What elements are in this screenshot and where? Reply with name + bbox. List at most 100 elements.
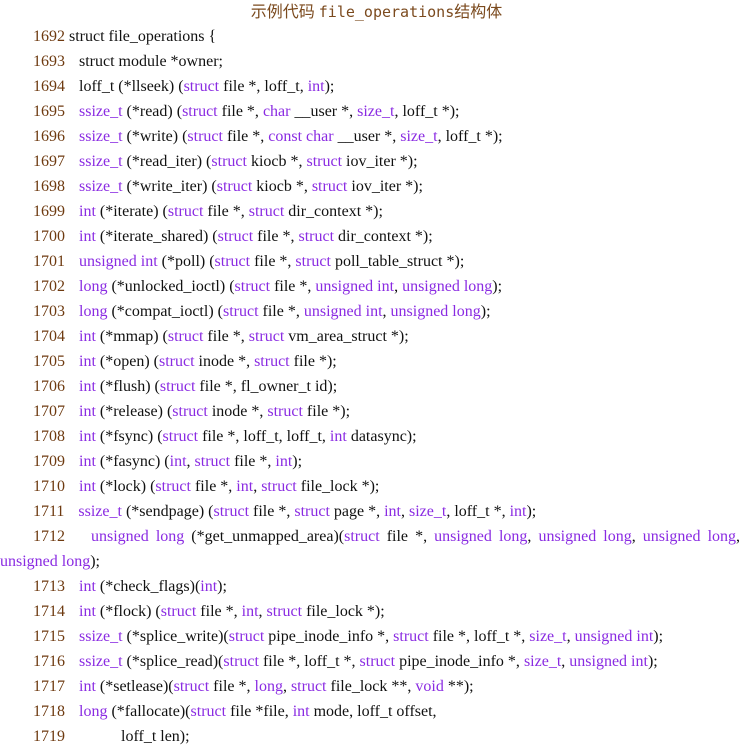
caption-prefix: 示例代码 (250, 4, 319, 21)
code-caption: 示例代码 file_operations结构体 (0, 0, 753, 24)
code-text: (*fallocate)( (107, 703, 191, 720)
code-text: , (561, 653, 570, 670)
code-keyword: struct (217, 228, 254, 245)
line-number: 1712 (33, 528, 65, 545)
code-text: file *, loff_t *, (428, 628, 530, 645)
code-text: , (566, 628, 575, 645)
code-keyword: int (236, 478, 254, 495)
code-text: , (253, 478, 262, 495)
code-text: (*sendpage) ( (121, 503, 214, 520)
code-text: pipe_inode_info *, (264, 628, 394, 645)
code-text: , (186, 453, 195, 470)
code-text: file_lock *); (296, 478, 380, 495)
code-keyword: unsigned int (303, 303, 383, 320)
code-text: inode *, (194, 353, 255, 370)
code-keyword: int (79, 328, 96, 345)
code-text: file *, (249, 503, 295, 520)
code-text: ); (526, 503, 537, 520)
code-text: page *, (329, 503, 385, 520)
code-text: , (258, 603, 267, 620)
line-number: 1695 (33, 103, 65, 120)
code-text: (*mmap) ( (95, 328, 168, 345)
code-text: (*flock) ( (95, 603, 161, 620)
code-text: (*write) ( (122, 128, 188, 145)
code-text: , (527, 528, 539, 545)
code-keyword: int (79, 603, 96, 620)
code-keyword: int (79, 478, 96, 495)
line-number: 1719 (33, 728, 65, 745)
line-number: 1694 (33, 78, 65, 95)
code-keyword: struct (294, 503, 330, 520)
code-keyword: int (79, 453, 96, 470)
code-keyword: long (254, 678, 283, 695)
code-text: (*release) ( (95, 403, 173, 420)
code-keyword: struct (159, 378, 196, 395)
code-keyword: struct (216, 178, 253, 195)
code-text: file *, (196, 603, 242, 620)
code-text: file_lock *); (302, 603, 385, 620)
code-keyword: int (169, 453, 187, 470)
line-number: 1698 (33, 178, 65, 195)
code-keyword: int (79, 403, 96, 420)
code-keyword: size_t (529, 628, 567, 645)
code-text: (*open) ( (95, 353, 159, 370)
code-keyword: struct (311, 178, 348, 195)
code-text: file *, (230, 453, 276, 470)
code-text: pipe_inode_info *, (395, 653, 524, 670)
code-keyword: struct (234, 278, 271, 295)
code-keyword: unsigned long (434, 528, 528, 545)
code-text: vm_area_struct *); (284, 328, 409, 345)
code-text: file *, (258, 303, 304, 320)
code-keyword: struct (167, 328, 204, 345)
code-text: , (400, 503, 409, 520)
code-text: file *, loff_t *, (258, 653, 360, 670)
code-text: file *); (302, 403, 351, 420)
code-keyword: int (79, 353, 96, 370)
code-keyword: struct (228, 628, 265, 645)
caption-suffix: 结构体 (454, 4, 503, 21)
code-text: ); (217, 578, 227, 595)
code-keyword: unsigned long (0, 553, 91, 570)
code-keyword: unsigned long (642, 528, 737, 545)
code-keyword: struct (182, 103, 218, 120)
code-keyword: struct (295, 253, 331, 270)
code-keyword: ssize_t (79, 628, 123, 645)
code-text: (*read_iter) ( (122, 153, 212, 170)
code-keyword: size_t (357, 103, 395, 120)
code-keyword: int (384, 503, 401, 520)
code-text: file *, (203, 328, 249, 345)
code-keyword: unsigned int (574, 628, 654, 645)
code-text: (*get_unmapped_area)( (184, 528, 345, 545)
code-text: , (736, 528, 741, 545)
code-keyword: unsigned long (390, 303, 481, 320)
code-text: file *, (222, 128, 269, 145)
line-number: 1704 (33, 328, 65, 345)
code-keyword: struct (162, 428, 199, 445)
code-text: ); (492, 278, 503, 295)
code-text: kiocb *, (252, 178, 312, 195)
line-number: 1711 (33, 503, 65, 520)
code-keyword: struct (194, 453, 231, 470)
code-text: ); (480, 303, 491, 320)
code-text: (*check_flags)( (95, 578, 201, 595)
line-number: 1716 (33, 653, 65, 670)
code-keyword: int (79, 378, 96, 395)
code-keyword: struct (248, 328, 285, 345)
code-text: dir_context *); (284, 203, 383, 220)
code-keyword: unsigned long (402, 278, 493, 295)
line-number: 1715 (33, 628, 65, 645)
code-keyword: struct (213, 503, 250, 520)
code-keyword: struct (167, 203, 204, 220)
code-text: (*splice_read)( (122, 653, 224, 670)
line-number: 1706 (33, 378, 65, 395)
